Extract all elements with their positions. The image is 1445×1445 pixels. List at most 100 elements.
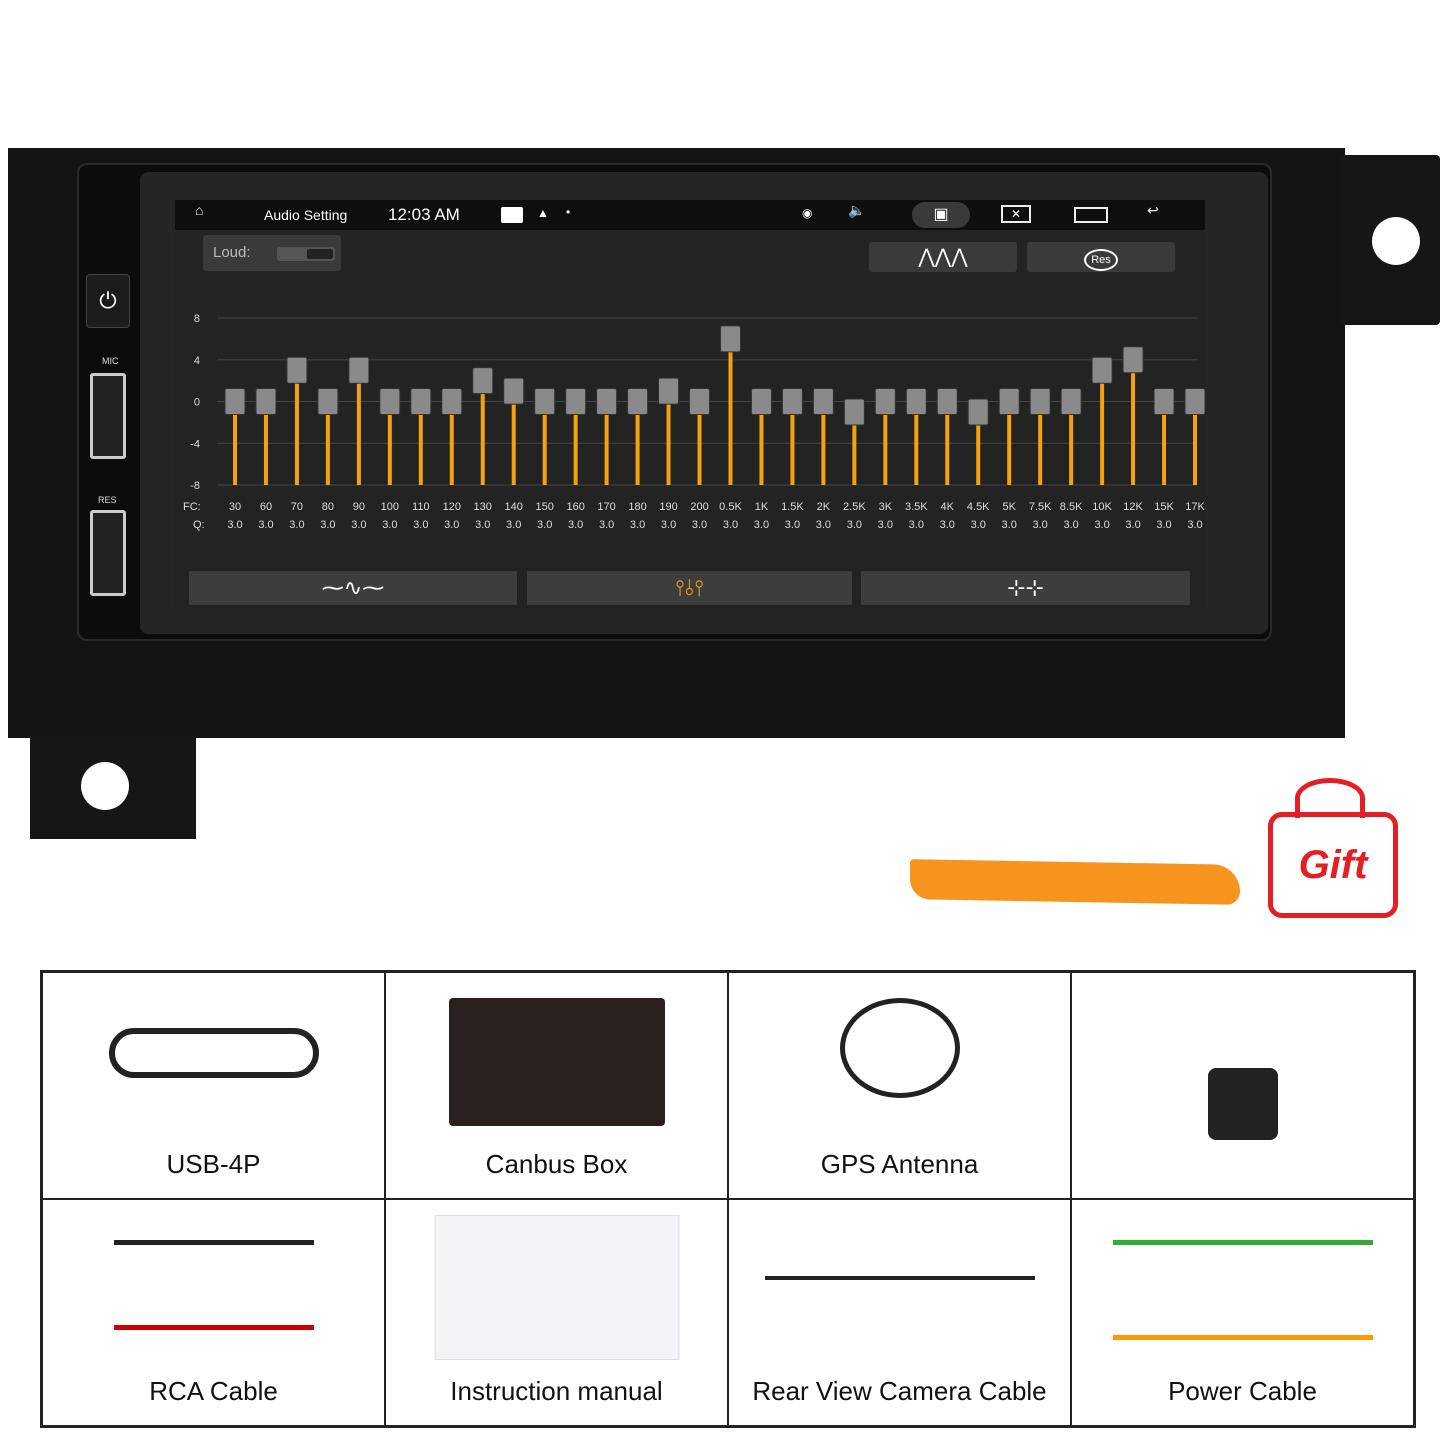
eq-slider-knob[interactable] xyxy=(410,388,432,415)
eq-slider-knob[interactable] xyxy=(534,388,556,415)
eq-slider-knob[interactable] xyxy=(719,325,741,353)
eq-slider-knob[interactable] xyxy=(874,388,896,415)
eq-slider-knob[interactable] xyxy=(379,388,401,415)
eq-slider-knob[interactable] xyxy=(348,356,370,384)
eq-slider-knob[interactable] xyxy=(255,388,277,415)
eq-bar xyxy=(480,380,485,485)
eq-slider-knob[interactable] xyxy=(750,388,772,415)
eq-bar xyxy=(821,401,826,485)
eq-bar xyxy=(945,401,950,485)
home-icon[interactable]: ⌂ xyxy=(195,202,204,218)
fc-label: 130 xyxy=(474,501,492,513)
q-label: 3.0 xyxy=(816,519,831,531)
close-icon[interactable]: ✕ xyxy=(1001,205,1031,223)
accessory-usb: USB-4P xyxy=(42,972,385,1199)
image-icon xyxy=(501,207,523,223)
q-label: 3.0 xyxy=(661,519,676,531)
tab-balance[interactable]: ⊹⊹ xyxy=(861,571,1190,605)
accessory-rca: RCA Cable xyxy=(42,1199,385,1426)
eq-slider-knob[interactable] xyxy=(658,377,680,405)
eq-bar xyxy=(635,401,640,485)
usb-port-2[interactable] xyxy=(90,510,126,596)
eq-preset-button[interactable]: ⋀⋀⋀ xyxy=(869,242,1017,272)
power-button[interactable]: ⏻ xyxy=(86,274,130,328)
fc-label: 1K xyxy=(755,501,769,513)
recent-apps-icon[interactable] xyxy=(1074,207,1108,223)
usb-port-1[interactable] xyxy=(90,373,126,459)
eq-bar xyxy=(790,401,795,485)
mount-ear-right xyxy=(1340,155,1440,325)
eq-slider-knob[interactable] xyxy=(1184,388,1205,415)
q-label: 3.0 xyxy=(568,519,583,531)
q-label: 3.0 xyxy=(506,519,521,531)
accessory-gps: GPS Antenna xyxy=(728,972,1071,1199)
fc-label: 3.5K xyxy=(905,501,928,513)
q-label: 3.0 xyxy=(1002,519,1017,531)
fc-label: 1.5K xyxy=(781,501,804,513)
eq-slider-knob[interactable] xyxy=(627,388,649,415)
eq-slider-knob[interactable] xyxy=(565,388,587,415)
eq-bar xyxy=(604,401,609,485)
eq-slider-knob[interactable] xyxy=(317,388,339,415)
eq-bar xyxy=(1007,401,1012,485)
eq-slider-knob[interactable] xyxy=(1091,356,1113,384)
q-label: 3.0 xyxy=(785,519,800,531)
accessories-grid: USB-4P Canbus Box GPS Antenna RCA Cable … xyxy=(40,970,1416,1428)
q-label: 3.0 xyxy=(847,519,862,531)
fc-label: 60 xyxy=(260,501,272,513)
q-label: 3.0 xyxy=(723,519,738,531)
fc-label: 10K xyxy=(1092,501,1112,513)
eq-slider-knob[interactable] xyxy=(689,388,711,415)
accessory-label: Power Cable xyxy=(1168,1376,1317,1406)
eq-slider-knob[interactable] xyxy=(781,388,803,415)
eq-slider-knob[interactable] xyxy=(998,388,1020,415)
loud-switch[interactable] xyxy=(277,247,335,261)
q-label: 3.0 xyxy=(909,519,924,531)
eq-bar xyxy=(294,370,299,485)
reset-button[interactable]: Res xyxy=(1027,242,1175,272)
eq-slider-knob[interactable] xyxy=(905,388,927,415)
back-icon[interactable]: ↩ xyxy=(1147,202,1159,218)
camera-icon[interactable]: ▣ xyxy=(912,202,970,228)
eq-slider-knob[interactable] xyxy=(967,398,989,426)
eq-slider-knob[interactable] xyxy=(286,356,308,384)
eq-slider-knob[interactable] xyxy=(224,388,246,415)
eq-bar xyxy=(233,401,237,485)
eq-slider-knob[interactable] xyxy=(503,377,525,405)
app-title: Audio Setting xyxy=(264,207,348,223)
fc-label: 100 xyxy=(381,501,399,513)
tab-equalizer[interactable]: ⫯⫰⫯ xyxy=(527,571,852,605)
loudness-toggle[interactable]: Loud: xyxy=(203,235,341,271)
eq-bar xyxy=(1131,359,1136,485)
eq-slider-knob[interactable] xyxy=(1029,388,1051,415)
gift-text: Gift xyxy=(1298,843,1368,887)
loud-label: Loud: xyxy=(213,244,251,261)
eq-slider-knob[interactable] xyxy=(843,398,865,426)
eq-bar xyxy=(1193,401,1197,485)
fc-label: 30 xyxy=(229,501,241,513)
volume-icon[interactable]: 🔈 xyxy=(848,202,866,218)
tab-pulse[interactable]: ⁓∿⁓ xyxy=(189,571,517,605)
eq-slider-knob[interactable] xyxy=(596,388,618,415)
eq-slider-knob[interactable] xyxy=(1060,388,1082,415)
accessory-manual: Instruction manual xyxy=(385,1199,728,1426)
eq-slider-knob[interactable] xyxy=(441,388,463,415)
waveform-icon: ⋀⋀⋀ xyxy=(918,246,968,268)
q-prefix: Q: xyxy=(193,519,205,531)
power-icon: ⏻ xyxy=(99,288,117,313)
eq-slider-knob[interactable] xyxy=(472,367,494,395)
eq-slider-knob[interactable] xyxy=(936,388,958,415)
q-label: 3.0 xyxy=(258,519,273,531)
eq-bar xyxy=(449,401,454,485)
y-tick-label: 8 xyxy=(194,313,200,325)
gift-bow xyxy=(1295,778,1365,818)
android-icon: ▲ xyxy=(537,206,549,220)
q-label: 3.0 xyxy=(289,519,304,531)
eq-bar xyxy=(418,401,423,485)
eq-slider-knob[interactable] xyxy=(1153,388,1175,415)
balance-icon: ⊹⊹ xyxy=(1007,575,1044,600)
eq-bar xyxy=(573,401,578,485)
eq-bar xyxy=(697,401,702,485)
eq-slider-knob[interactable] xyxy=(812,388,834,415)
eq-slider-knob[interactable] xyxy=(1122,346,1144,374)
